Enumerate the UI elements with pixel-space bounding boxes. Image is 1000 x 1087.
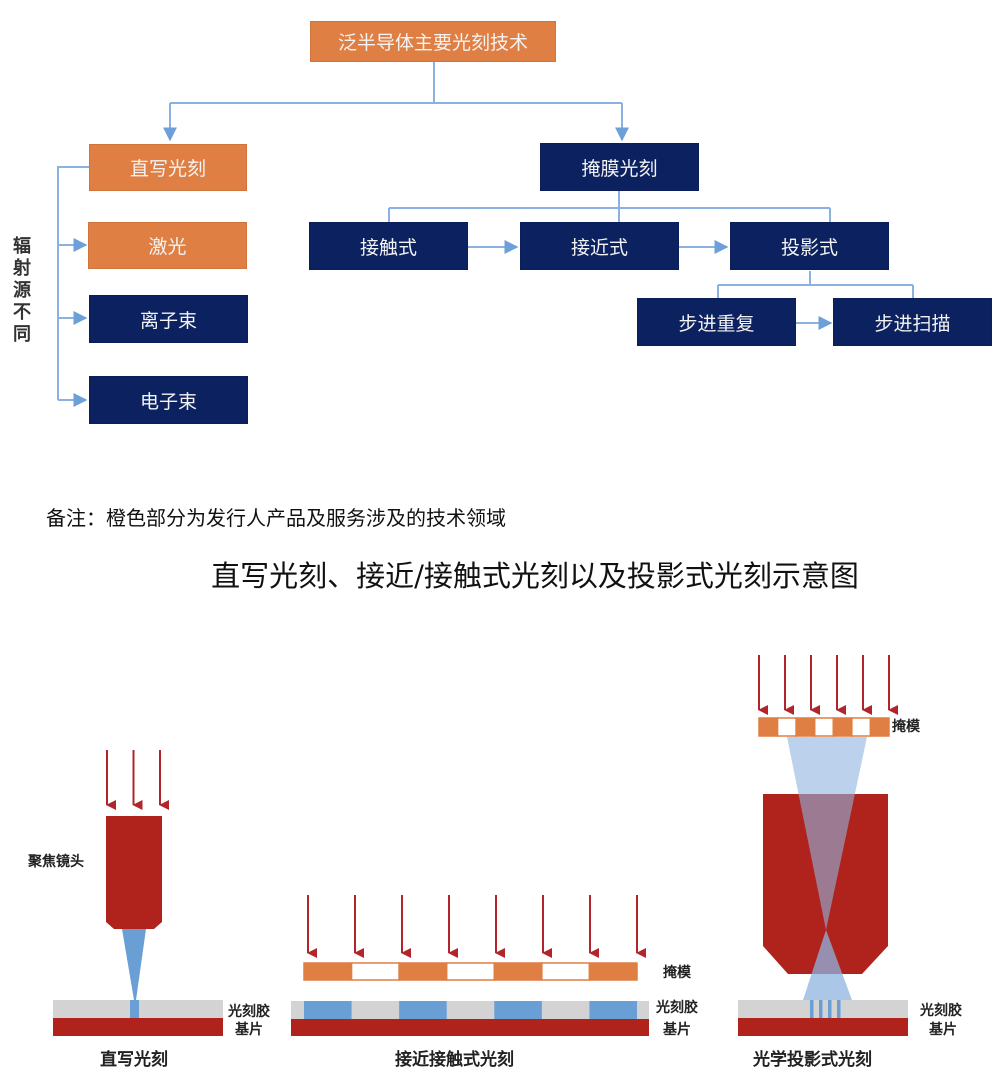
- label-contact-mask: 掩模: [663, 965, 691, 981]
- node-ion-beam: 离子束: [89, 295, 248, 343]
- node-step-scan: 步进扫描: [833, 298, 992, 346]
- projection-exposed-line: [819, 1000, 823, 1018]
- direct-write-beam: [122, 929, 146, 1000]
- direct-write-substrate: [53, 1018, 223, 1036]
- contact-mask-opaque-segment: [303, 962, 353, 981]
- projection-resist: [738, 1000, 908, 1018]
- schematic-title: 直写光刻、接近/接触式光刻以及投影式光刻示意图: [211, 559, 859, 593]
- node-step-repeat-label: 步进重复: [678, 312, 755, 335]
- label-contact-substrate: 基片: [663, 1022, 691, 1038]
- label-direct-substrate: 基片: [235, 1022, 263, 1038]
- node-electron-beam: 电子束: [89, 376, 248, 424]
- projection-mask-opaque-segment: [758, 717, 779, 737]
- projection-mask-opaque-segment: [795, 717, 816, 737]
- contact-mask-open-segment: [541, 962, 591, 981]
- contact-mask-opaque-segment: [588, 962, 638, 981]
- contact-mask-opaque-segment: [493, 962, 543, 981]
- label-projection-resist: 光刻胶: [920, 1003, 962, 1019]
- projection-mask-open-segment: [851, 717, 872, 737]
- contact-mask-opaque-segment: [398, 962, 448, 981]
- connector-bracket: [57, 166, 89, 400]
- contact-mask-open-segment: [445, 962, 496, 981]
- node-ion-beam-label: 离子束: [139, 309, 197, 332]
- node-proximity: 接近式: [520, 222, 679, 270]
- note-text: 备注：橙色部分为发行人产品及服务涉及的技术领域: [46, 506, 506, 530]
- contact-exposed-region: [399, 1001, 447, 1019]
- connector-root-split: [170, 62, 622, 104]
- projection-mask: [758, 717, 890, 737]
- contact-light-arrows: [307, 895, 646, 958]
- label-projection-mask: 掩模: [892, 719, 920, 735]
- projection-mask-open-segment: [776, 717, 797, 737]
- projection-mask-opaque-segment: [869, 717, 890, 737]
- projection-exposed-lines: [810, 1000, 841, 1018]
- node-electron-beam-label: 电子束: [139, 390, 197, 413]
- node-mask-label: 掩膜光刻: [581, 157, 658, 180]
- caption-projection: 光学投影式光刻: [753, 1050, 872, 1070]
- contact-mask: [303, 962, 638, 981]
- node-contact-label: 接触式: [359, 236, 417, 259]
- node-root-label: 泛半导体主要光刻技术: [337, 32, 528, 54]
- node-laser: 激光: [88, 222, 247, 269]
- label-direct-resist: 光刻胶: [228, 1004, 270, 1020]
- node-contact: 接触式: [309, 222, 468, 270]
- projection-exposed-line: [810, 1000, 814, 1018]
- node-projection: 投影式: [730, 222, 889, 270]
- side-label-radiation-source: 辐射源不同: [13, 236, 31, 345]
- projection-beam-lower: [803, 930, 852, 1000]
- connector-mask-split: [388, 190, 831, 222]
- projection-exposed-line: [837, 1000, 841, 1018]
- contact-exposed-region: [304, 1001, 352, 1019]
- projection-mask-open-segment: [813, 717, 835, 737]
- projection-exposed-line: [828, 1000, 832, 1018]
- direct-write-exposed-spot: [130, 1000, 139, 1018]
- contact-resist-pattern: [304, 1001, 637, 1019]
- label-contact-resist: 光刻胶: [656, 1000, 698, 1016]
- node-step-scan-label: 步进扫描: [874, 312, 951, 335]
- contact-resist: [291, 1001, 649, 1019]
- projection-beam-upper: [787, 737, 867, 930]
- contact-exposed-region: [589, 1001, 637, 1019]
- label-focusing-lens: 聚焦镜头: [28, 854, 84, 870]
- flowchart-connectors: [57, 62, 914, 407]
- label-projection-substrate: 基片: [929, 1022, 957, 1038]
- node-projection-label: 投影式: [780, 236, 838, 259]
- direct-write-focusing-lens: [106, 816, 162, 929]
- contact-exposed-region: [494, 1001, 542, 1019]
- node-root: 泛半导体主要光刻技术: [310, 21, 556, 62]
- projection-light-arrows: [758, 655, 898, 715]
- contact-mask-open-segment: [350, 962, 400, 981]
- connector-projection-split: [717, 271, 914, 298]
- node-step-repeat: 步进重复: [637, 298, 796, 346]
- projection-mask-opaque-segment: [832, 717, 853, 737]
- caption-direct-write: 直写光刻: [100, 1050, 168, 1070]
- caption-contact: 接近接触式光刻: [395, 1050, 514, 1070]
- projection-substrate: [738, 1018, 908, 1036]
- direct-write-light-arrows: [106, 750, 169, 810]
- node-direct-write-label: 直写光刻: [129, 158, 206, 180]
- node-mask: 掩膜光刻: [540, 143, 699, 191]
- node-direct-write: 直写光刻: [89, 144, 247, 191]
- node-proximity-label: 接近式: [570, 236, 628, 259]
- node-laser-label: 激光: [148, 236, 187, 258]
- contact-substrate: [291, 1019, 649, 1036]
